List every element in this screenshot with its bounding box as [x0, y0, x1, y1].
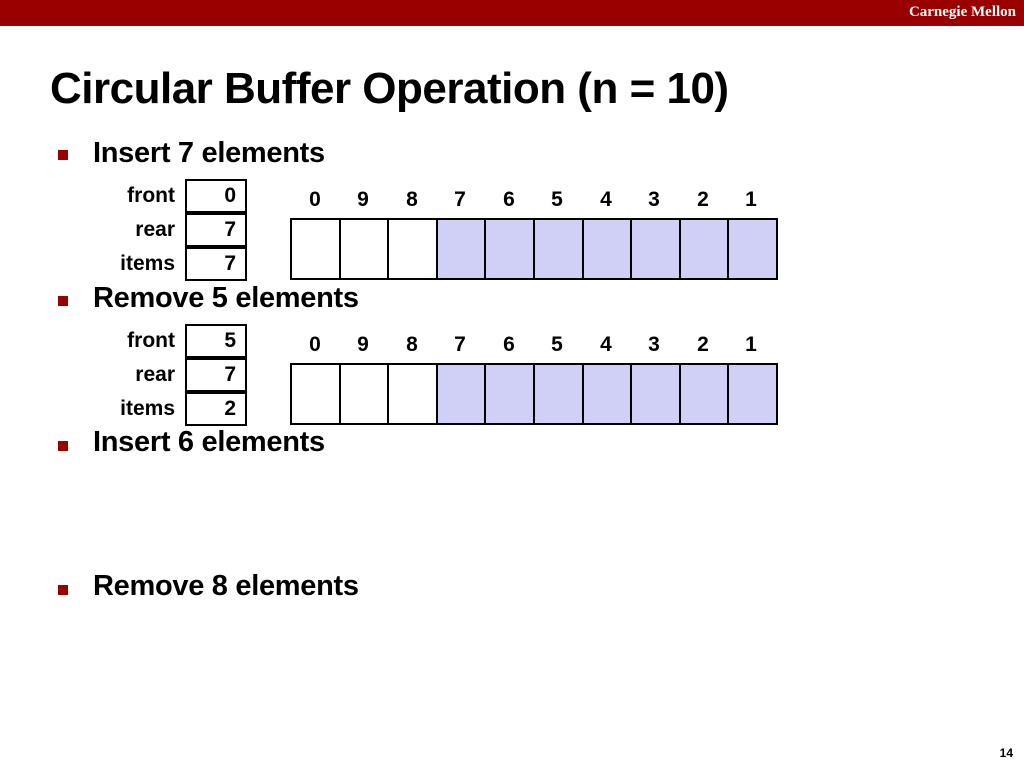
- buffer-cell: [486, 365, 535, 423]
- items-label: items: [120, 397, 175, 420]
- buffer-cell: [340, 365, 390, 423]
- bullet-insert-7: Insert 7 elements: [93, 137, 325, 169]
- index-label: 3: [648, 188, 660, 211]
- buffer-cell: [292, 220, 341, 278]
- buffer-cell: [437, 220, 487, 278]
- buffer-cell: [534, 220, 584, 278]
- buffer-cell: [729, 220, 776, 278]
- index-label: 8: [406, 188, 418, 211]
- rear-value: 7: [185, 213, 247, 247]
- buffer-cell: [534, 365, 584, 423]
- buffer-cell: [486, 220, 535, 278]
- bullet-marker: [58, 296, 68, 306]
- index-label: 8: [406, 333, 418, 356]
- index-label: 6: [503, 188, 515, 211]
- buffer-cell: [680, 220, 730, 278]
- buffer-array: [290, 218, 778, 280]
- index-label: 1: [745, 188, 757, 211]
- items-value: 2: [185, 392, 247, 426]
- index-label: 9: [357, 188, 369, 211]
- items-value: 7: [185, 247, 247, 281]
- buffer-cell: [583, 365, 633, 423]
- bullet-marker: [58, 441, 68, 451]
- buffer-cell: [632, 365, 681, 423]
- rear-label: rear: [135, 363, 175, 386]
- index-label: 0: [309, 188, 321, 211]
- buffer-cell: [583, 220, 633, 278]
- slide-title: Circular Buffer Operation (n = 10): [50, 64, 729, 113]
- buffer-cell: [389, 220, 438, 278]
- buffer-cell: [437, 365, 487, 423]
- bullet-marker: [58, 150, 68, 160]
- index-label: 7: [454, 333, 466, 356]
- front-label: front: [127, 184, 175, 207]
- bullet-remove-8: Remove 8 elements: [93, 570, 359, 602]
- index-label: 6: [503, 333, 515, 356]
- index-label: 5: [551, 188, 563, 211]
- index-label: 5: [551, 333, 563, 356]
- header-bar: Carnegie Mellon: [0, 0, 1024, 26]
- bullet-remove-5: Remove 5 elements: [93, 282, 359, 314]
- buffer-array: [290, 363, 778, 425]
- page-number: 14: [999, 746, 1013, 760]
- index-label: 2: [697, 188, 709, 211]
- buffer-cell: [340, 220, 390, 278]
- buffer-cell: [680, 365, 730, 423]
- index-label: 1: [745, 333, 757, 356]
- index-label: 4: [600, 188, 612, 211]
- items-label: items: [120, 252, 175, 275]
- index-label: 4: [600, 333, 612, 356]
- front-label: front: [127, 329, 175, 352]
- rear-value: 7: [185, 358, 247, 392]
- buffer-cell: [389, 365, 438, 423]
- index-label: 3: [648, 333, 660, 356]
- rear-label: rear: [135, 218, 175, 241]
- front-value: 5: [185, 324, 247, 358]
- index-label: 9: [357, 333, 369, 356]
- index-label: 2: [697, 333, 709, 356]
- front-value: 0: [185, 179, 247, 213]
- buffer-cell: [292, 365, 341, 423]
- bullet-insert-6: Insert 6 elements: [93, 426, 325, 458]
- buffer-cell: [729, 365, 776, 423]
- buffer-cell: [632, 220, 681, 278]
- bullet-marker: [58, 585, 68, 595]
- brand-label: Carnegie Mellon: [908, 4, 1016, 20]
- index-label: 7: [454, 188, 466, 211]
- index-label: 0: [309, 333, 321, 356]
